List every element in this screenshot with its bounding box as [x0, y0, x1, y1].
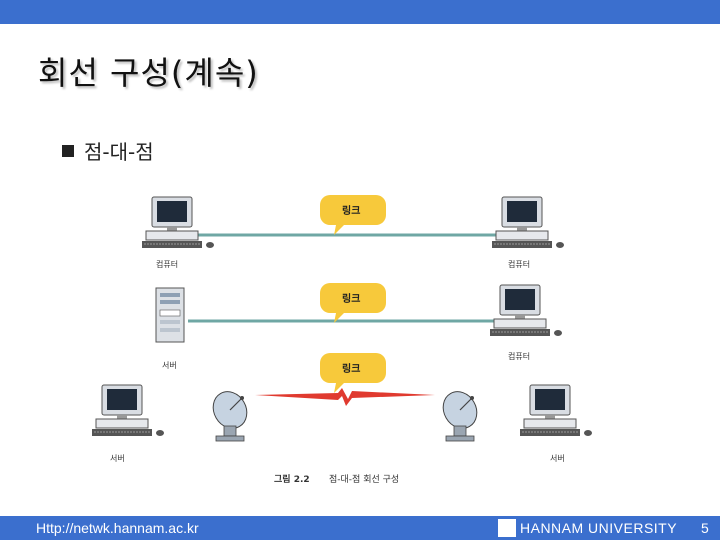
figure-caption-number: 그림 2.2 — [274, 473, 310, 485]
right-label-1: 컴퓨터 — [508, 260, 530, 269]
right-label-2: 컴퓨터 — [508, 352, 530, 361]
left-label-1: 컴퓨터 — [156, 260, 178, 269]
top-bar — [0, 0, 720, 24]
left-label-2: 서버 — [162, 360, 177, 370]
computer-icon — [519, 384, 593, 437]
link-label-3: 링크 — [342, 363, 360, 375]
link-label-2: 링크 — [342, 293, 360, 305]
footer-bar: Http://netwk.hannam.ac.kr HANNAM UNIVERS… — [0, 516, 720, 540]
computer-icon — [91, 384, 165, 437]
page-number: 5 — [701, 520, 709, 536]
footer-university: HANNAM UNIVERSITY — [520, 520, 678, 536]
slide-title: 회선 구성(계속) — [38, 54, 259, 92]
computer-icon — [141, 196, 215, 249]
right-label-3: 서버 — [550, 453, 565, 463]
university-logo-icon — [498, 519, 516, 537]
left-label-3: 서버 — [110, 453, 125, 463]
footer-url-link[interactable]: Http://netwk.hannam.ac.kr — [36, 520, 199, 536]
server-icon — [155, 287, 185, 343]
satellite-dish-icon — [206, 384, 254, 442]
bullet-item: 점-대-점 — [62, 136, 154, 165]
figure-caption-text: 점-대-점 회선 구성 — [329, 473, 399, 485]
computer-icon — [489, 284, 563, 337]
satellite-dish-icon — [436, 384, 484, 442]
computer-icon — [491, 196, 565, 249]
wireless-link-icon — [255, 388, 435, 406]
point-to-point-diagram: 링크 컴퓨터 컴퓨터 링크 서버 컴퓨터 링크 서버 서버 그림 2.2 점-대… — [91, 195, 593, 485]
link-label-1: 링크 — [342, 205, 360, 217]
bullet-text: 점-대-점 — [84, 140, 154, 164]
bullet-square-icon — [62, 144, 74, 157]
